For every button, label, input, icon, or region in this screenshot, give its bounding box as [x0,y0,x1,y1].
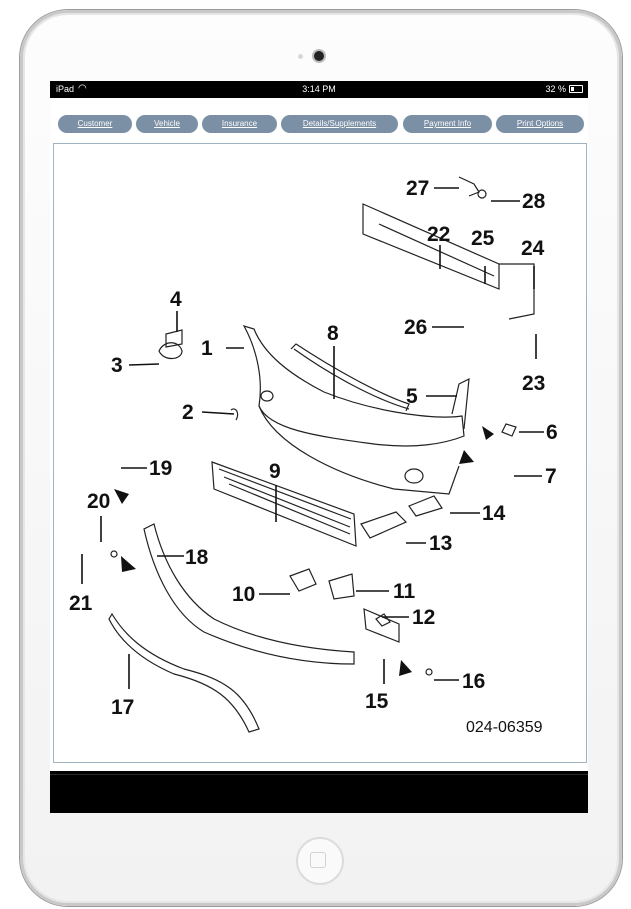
callout-13: 13 [429,532,452,555]
diagram-code: 024-06359 [466,719,543,736]
callout-9: 9 [269,460,281,483]
bottom-toolbar [50,771,588,813]
toolbar-divider [50,774,588,775]
callout-27: 27 [406,177,429,200]
callout-6: 6 [546,421,558,444]
callout-15: 15 [365,690,389,713]
screen: iPad ◠ 3:14 PM 32 % Customer Vehicle Ins… [50,81,588,813]
callout-24: 24 [521,237,545,260]
diagram-drawing [108,176,535,733]
callout-8: 8 [327,322,339,345]
callout-2: 2 [182,401,194,424]
callout-7: 7 [545,465,557,488]
home-button-icon[interactable] [296,837,344,885]
status-bar: iPad ◠ 3:14 PM 32 % [50,81,588,98]
callout-leaders [81,187,544,689]
callout-19: 19 [149,457,172,480]
tab-insurance[interactable]: Insurance [202,115,277,133]
callout-18: 18 [185,546,209,569]
tab-payment-info[interactable]: Payment Info [403,115,492,133]
callout-12: 12 [412,606,435,629]
callout-22: 22 [427,223,450,246]
callout-3: 3 [111,354,123,377]
callout-16: 16 [462,670,485,693]
device-name: iPad [56,84,75,94]
battery-level [571,87,574,91]
callout-26: 26 [404,316,427,339]
battery-percent: 32 % [545,84,566,94]
callout-21: 21 [69,592,93,615]
tab-details-supplements[interactable]: Details/Supplements [281,115,398,133]
tab-print-options[interactable]: Print Options [496,115,584,133]
callout-10: 10 [232,583,255,606]
callout-11: 11 [393,580,416,603]
callout-1: 1 [201,337,213,360]
clock: 3:14 PM [302,84,336,94]
parts-diagram-panel: 1 2 3 4 5 6 7 8 9 10 11 12 13 14 15 16 1… [53,143,587,763]
home-square-icon [310,852,326,868]
callout-5: 5 [406,385,418,408]
callout-labels: 1 2 3 4 5 6 7 8 9 10 11 12 13 14 15 16 1… [69,177,558,736]
callout-23: 23 [522,372,545,395]
callout-20: 20 [87,490,110,513]
battery-icon [569,85,583,93]
arrow-markers [114,426,494,676]
wifi-icon: ◠ [78,83,87,94]
callout-25: 25 [471,227,495,250]
sensor-icon [298,54,303,59]
callout-17: 17 [111,696,134,719]
callout-28: 28 [522,190,546,213]
bumper-parts-diagram: 1 2 3 4 5 6 7 8 9 10 11 12 13 14 15 16 1… [69,176,558,736]
camera-icon [314,51,324,61]
callout-14: 14 [482,502,506,525]
tab-vehicle[interactable]: Vehicle [136,115,198,133]
tab-customer[interactable]: Customer [58,115,132,133]
callout-4: 4 [170,288,182,311]
tab-bar: Customer Vehicle Insurance Details/Suppl… [50,115,588,135]
